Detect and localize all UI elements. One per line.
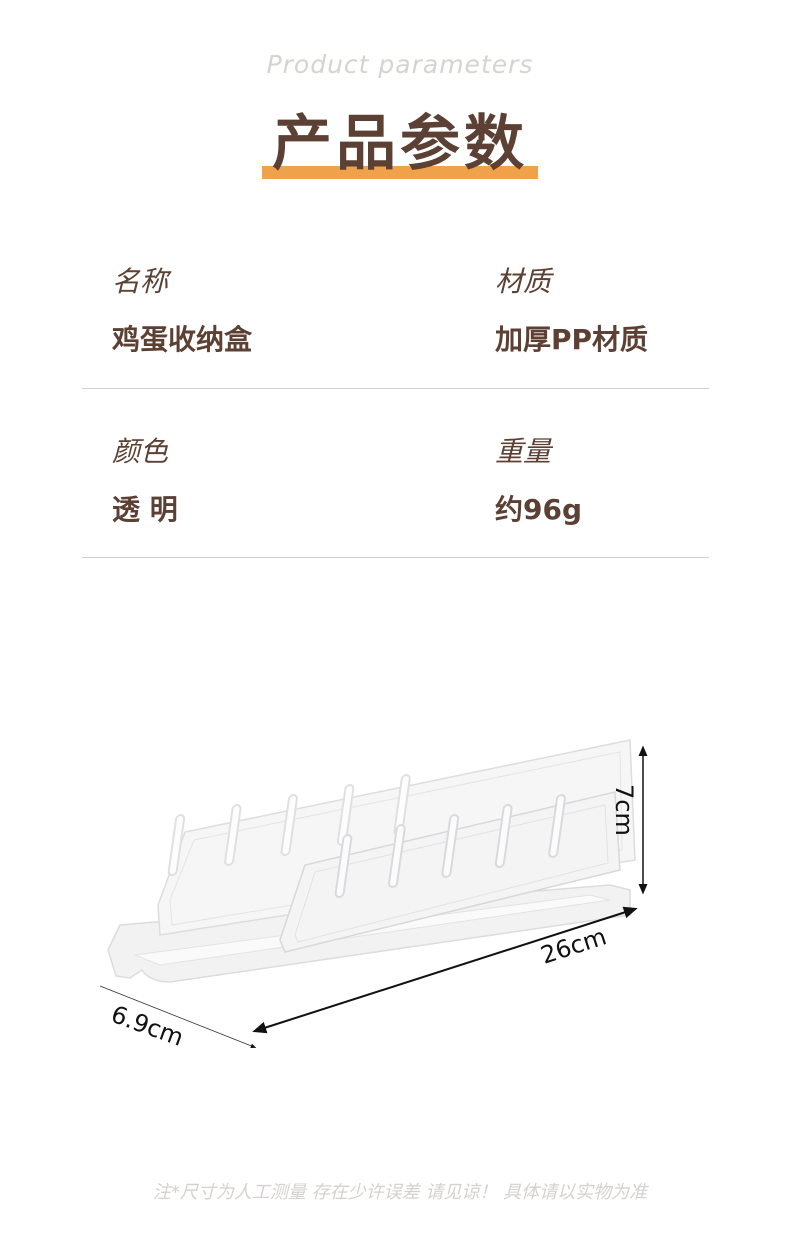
param-color: 颜色 透 明 <box>112 432 178 530</box>
param-material: 材质 加厚PP材质 <box>495 262 648 360</box>
product-dimension-diagram: 7cm 26cm 6.9cm <box>90 720 690 1060</box>
param-label: 重量 <box>495 435 552 468</box>
param-value: 鸡蛋收纳盒 <box>112 323 253 356</box>
param-value: 约96g <box>495 493 583 526</box>
param-value: 加厚PP材质 <box>495 323 649 356</box>
dimension-height-label: 7cm <box>610 784 638 836</box>
param-weight: 重量 约96g <box>495 432 582 530</box>
param-row-2: 颜色 透 明 重量 约96g <box>82 432 709 558</box>
param-label: 名称 <box>112 265 169 298</box>
param-label: 材质 <box>495 265 552 298</box>
param-row-1: 名称 鸡蛋收纳盒 材质 加厚PP材质 <box>82 262 709 389</box>
page-title: 产品参数 <box>272 109 528 179</box>
title-underline-bar <box>262 166 538 179</box>
param-name: 名称 鸡蛋收纳盒 <box>112 262 252 360</box>
disclaimer-note: 注*尺寸为人工测量 存在少许误差 请见谅！ 具体请以实物为准 <box>152 1182 648 1203</box>
subtitle: Product parameters <box>266 50 534 79</box>
param-label: 颜色 <box>112 435 169 468</box>
title-wrap: 产品参数 <box>0 104 800 184</box>
param-value: 透 明 <box>112 493 178 526</box>
egg-box-illustration <box>99 739 648 1049</box>
